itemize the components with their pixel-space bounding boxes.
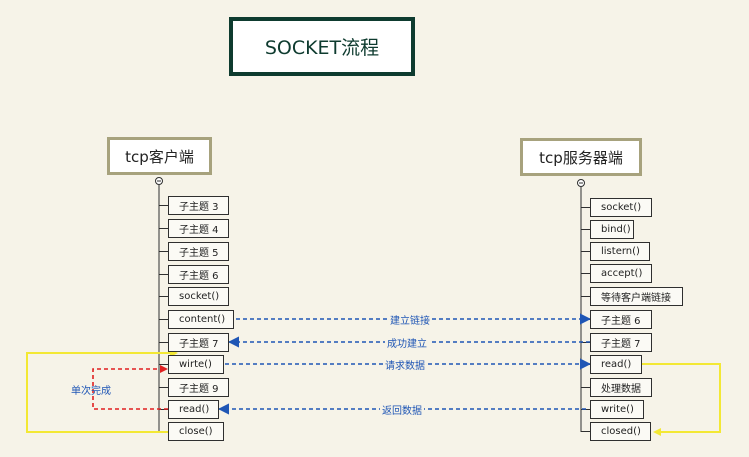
server-node[interactable]: closed() <box>590 422 651 441</box>
label-connect: 建立链接 <box>388 312 432 327</box>
server-node[interactable]: listern() <box>590 242 650 261</box>
loop-yellow-server <box>641 363 721 433</box>
client-node[interactable]: wirte() <box>168 355 224 374</box>
client-node[interactable]: close() <box>168 422 224 441</box>
server-node[interactable]: write() <box>590 400 644 419</box>
label-request: 请求数据 <box>383 357 427 372</box>
client-node[interactable]: 子主题 3 <box>168 196 229 215</box>
client-node[interactable]: 子主题 7 <box>168 333 229 352</box>
client-node[interactable]: 子主题 6 <box>168 265 229 284</box>
server-node[interactable]: bind() <box>590 220 634 239</box>
server-node[interactable]: socket() <box>590 198 652 217</box>
loop-label: 单次完成 <box>71 386 111 397</box>
server-node[interactable]: 子主题 6 <box>590 310 652 329</box>
client-node[interactable]: 子主题 4 <box>168 219 229 238</box>
client-node[interactable]: 子主题 5 <box>168 242 229 261</box>
loop-red <box>92 368 168 410</box>
server-node[interactable]: 子主题 7 <box>590 333 652 352</box>
server-node[interactable]: accept() <box>590 264 652 283</box>
server-node[interactable]: 等待客户端链接 <box>590 287 683 306</box>
label-reply: 返回数据 <box>380 402 424 417</box>
client-node[interactable]: read() <box>168 400 219 419</box>
client-node[interactable]: 子主题 9 <box>168 378 229 397</box>
label-connected: 成功建立 <box>385 335 429 350</box>
client-node[interactable]: content() <box>168 310 234 329</box>
client-root[interactable]: tcp客户端 <box>107 137 212 175</box>
server-node[interactable]: 处理数据 <box>590 378 652 397</box>
server-root[interactable]: tcp服务器端 <box>520 138 642 176</box>
loop-yellow-client <box>26 352 170 433</box>
diagram-title: SOCKET流程 <box>229 17 415 76</box>
server-node[interactable]: read() <box>590 355 642 374</box>
client-node[interactable]: socket() <box>168 287 229 306</box>
